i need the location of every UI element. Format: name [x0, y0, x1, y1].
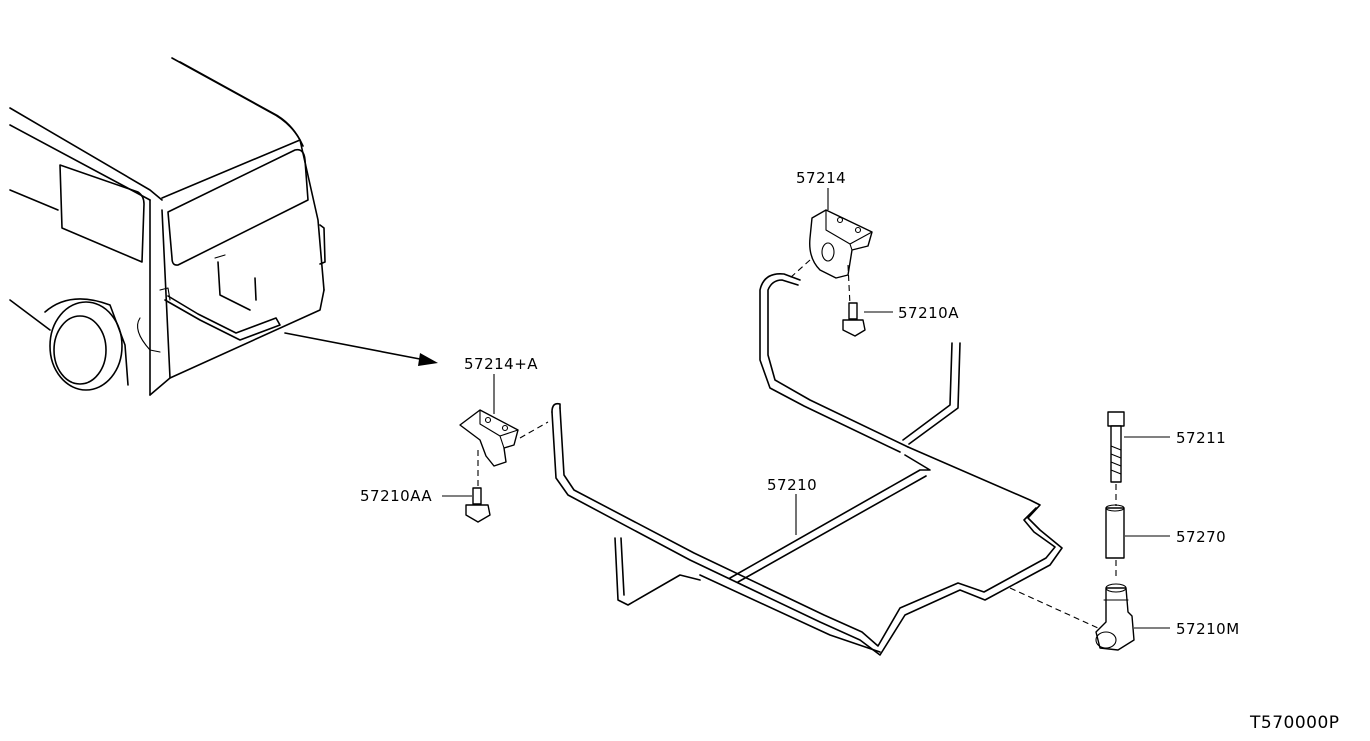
- dash-frame-57210M: [1009, 587, 1099, 629]
- dash-57214-frame: [789, 259, 811, 279]
- bolt-57210A: [842, 302, 866, 337]
- spare-tire-carrier-frame: [551, 273, 1063, 656]
- diagram-code: T570000P: [1249, 713, 1340, 733]
- dash-57214-bolt: [847, 264, 851, 306]
- dash-57214A-frame: [519, 421, 549, 439]
- label-57214A: 57214+A: [464, 355, 538, 373]
- bolt-57210AA: [465, 487, 491, 523]
- label-57210A: 57210A: [898, 304, 959, 322]
- leader-lines: [442, 188, 1170, 629]
- bracket-57214A: [459, 409, 519, 467]
- hanger-57210M: [1095, 583, 1135, 651]
- callout-arrow: [284, 332, 438, 366]
- label-57214: 57214: [796, 169, 846, 187]
- spacer-57270: [1105, 504, 1125, 559]
- label-57210AA: 57210AA: [360, 487, 432, 505]
- bracket-57214: [809, 209, 873, 279]
- vehicle-rear-illustration: [9, 57, 326, 396]
- label-57211: 57211: [1176, 429, 1226, 447]
- label-57210: 57210: [767, 476, 817, 494]
- label-57270: 57270: [1176, 528, 1226, 546]
- bolt-57211: [1107, 411, 1125, 483]
- label-57210M: 57210M: [1176, 620, 1240, 638]
